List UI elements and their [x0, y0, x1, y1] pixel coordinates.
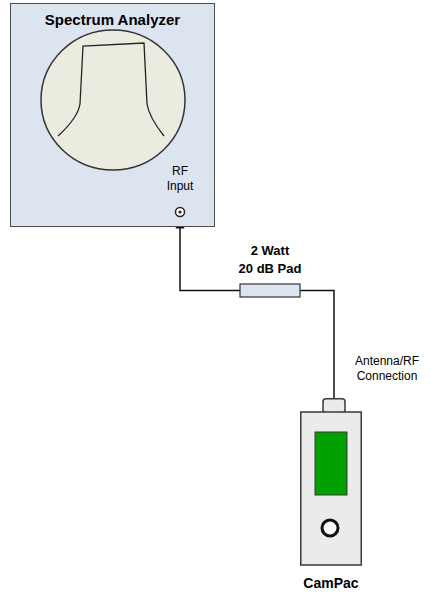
connection-label: Antenna/RF Connection	[344, 354, 430, 384]
pad-label: 2 Watt 20 dB Pad	[236, 242, 304, 278]
port-label: RF Input	[162, 164, 198, 194]
device-name: CamPac	[288, 574, 374, 592]
antenna-connector	[323, 399, 345, 413]
text-line: 2 Watt	[251, 242, 290, 260]
rf-cable	[300, 291, 334, 399]
analyzer-box: Spectrum Analyzer RF Input	[10, 3, 215, 227]
analyzer-screen	[41, 30, 185, 170]
rf-port	[176, 208, 185, 217]
title-text: Spectrum Analyzer	[11, 11, 214, 29]
text-line: 20 dB Pad	[239, 260, 302, 278]
rf-port-pin	[178, 210, 181, 213]
pad-body	[240, 284, 300, 297]
campac-body	[301, 412, 362, 565]
campac-art	[300, 398, 362, 568]
attenuator-pad: 2 Watt 20 dB Pad	[236, 242, 304, 299]
campac-device: CamPac	[300, 398, 362, 594]
spectrum-trace	[58, 43, 164, 136]
campac-screen	[315, 432, 347, 495]
campac-button	[322, 520, 338, 536]
rf-cable	[180, 218, 240, 291]
